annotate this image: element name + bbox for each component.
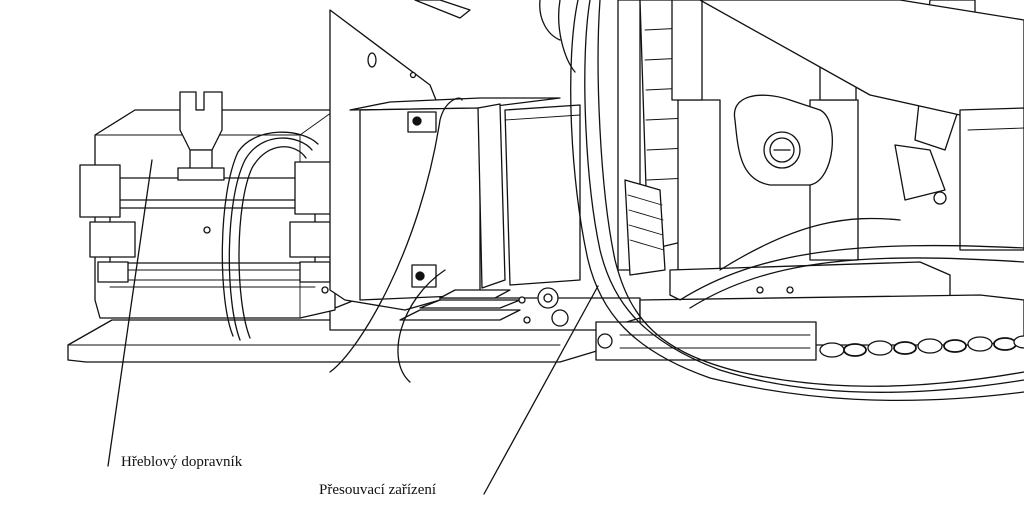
shifting-device-label: Přesouvací zařízení (319, 482, 437, 498)
roof-support (414, 0, 1024, 361)
chain (819, 335, 1024, 358)
conveyor-label: Hřeblový dopravník (121, 454, 243, 470)
callout-leaders (107, 159, 599, 495)
spill-plate (329, 9, 581, 327)
shifter-leader-line (483, 285, 599, 495)
hoses (329, 0, 1024, 402)
conveyor-assembly (79, 91, 338, 341)
conveyor-leader-line (107, 159, 153, 467)
